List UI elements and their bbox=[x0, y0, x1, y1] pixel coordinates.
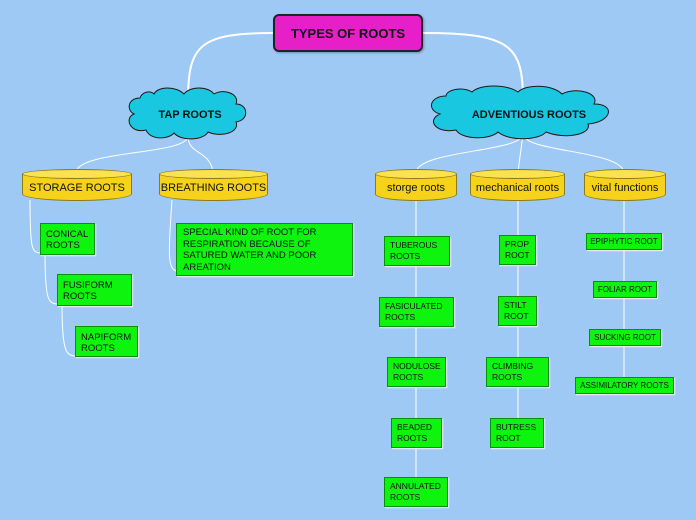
stilt-root-label: STILT ROOT bbox=[504, 300, 529, 321]
breathing-roots-node[interactable]: BREATHING ROOTS bbox=[159, 169, 268, 201]
tap-roots-node[interactable]: TAP ROOTS bbox=[145, 104, 235, 126]
root-node-types-of-roots[interactable]: TYPES OF ROOTS bbox=[273, 14, 423, 52]
breathing-description-node[interactable]: SPECIAL KIND OF ROOT FOR RESPIRATION BEC… bbox=[176, 223, 353, 276]
storge-roots-node[interactable]: storge roots bbox=[375, 169, 457, 201]
stilt-root-node[interactable]: STILT ROOT bbox=[498, 296, 537, 326]
prop-root-node[interactable]: PROP ROOT bbox=[499, 235, 536, 265]
butress-root-node[interactable]: BUTRESS ROOT bbox=[490, 418, 544, 448]
epiphytic-root-node[interactable]: EPIPHYTIC ROOT bbox=[586, 233, 662, 250]
storage-roots-label: STORAGE ROOTS bbox=[29, 182, 125, 194]
storage-roots-node[interactable]: STORAGE ROOTS bbox=[22, 169, 132, 201]
assimilatory-roots-label: ASSIMILATORY ROOTS bbox=[580, 381, 669, 390]
vital-functions-node[interactable]: vital functions bbox=[584, 169, 666, 201]
mechanical-roots-node[interactable]: mechanical roots bbox=[470, 169, 565, 201]
epiphytic-root-label: EPIPHYTIC ROOT bbox=[590, 237, 658, 246]
root-node-label: TYPES OF ROOTS bbox=[290, 25, 406, 41]
annulated-roots-node[interactable]: ANNULATED ROOTS bbox=[384, 477, 448, 507]
assimilatory-roots-node[interactable]: ASSIMILATORY ROOTS bbox=[575, 377, 674, 394]
breathing-roots-label: BREATHING ROOTS bbox=[160, 182, 267, 194]
vital-functions-label: vital functions bbox=[591, 182, 659, 194]
annulated-roots-label: ANNULATED ROOTS bbox=[390, 481, 441, 502]
fasiculated-roots-label: FASICULATED ROOTS bbox=[385, 301, 443, 322]
storge-roots-label: storge roots bbox=[386, 182, 446, 194]
sucking-root-node[interactable]: SUCKING ROOT bbox=[589, 329, 661, 346]
adventious-roots-label: ADVENTIOUS ROOTS bbox=[471, 109, 587, 121]
prop-root-label: PROP ROOT bbox=[505, 239, 530, 260]
fusiform-roots-node[interactable]: FUSIFORM ROOTS bbox=[57, 274, 132, 306]
breathing-description-text: SPECIAL KIND OF ROOT FOR RESPIRATION BEC… bbox=[183, 227, 317, 273]
foliar-root-label: FOLIAR ROOT bbox=[597, 285, 653, 294]
beaded-roots-label: BEADED ROOTS bbox=[397, 422, 432, 443]
fasiculated-roots-node[interactable]: FASICULATED ROOTS bbox=[379, 297, 454, 327]
sucking-root-label: SUCKING ROOT bbox=[594, 333, 656, 342]
butress-root-label: BUTRESS ROOT bbox=[496, 422, 537, 443]
adventious-roots-node[interactable]: ADVENTIOUS ROOTS bbox=[455, 104, 603, 126]
conical-roots-node[interactable]: CONICAL ROOTS bbox=[40, 223, 95, 255]
nodulose-roots-label: NODULOSE ROOTS bbox=[393, 361, 441, 382]
fusiform-roots-label: FUSIFORM ROOTS bbox=[63, 280, 113, 302]
climbing-roots-node[interactable]: CLIMBING ROOTS bbox=[486, 357, 549, 387]
conical-roots-label: CONICAL ROOTS bbox=[46, 229, 88, 251]
tuberous-roots-label: TUBEROUS ROOTS bbox=[390, 240, 438, 261]
foliar-root-node[interactable]: FOLIAR ROOT bbox=[593, 281, 657, 298]
nodulose-roots-node[interactable]: NODULOSE ROOTS bbox=[387, 357, 446, 387]
napiform-roots-node[interactable]: NAPIFORM ROOTS bbox=[75, 326, 138, 357]
beaded-roots-node[interactable]: BEADED ROOTS bbox=[391, 418, 442, 448]
mechanical-roots-label: mechanical roots bbox=[475, 182, 560, 194]
tuberous-roots-node[interactable]: TUBEROUS ROOTS bbox=[384, 236, 450, 266]
napiform-roots-label: NAPIFORM ROOTS bbox=[81, 332, 132, 354]
climbing-roots-label: CLIMBING ROOTS bbox=[492, 361, 534, 382]
tap-roots-label: TAP ROOTS bbox=[158, 109, 222, 121]
